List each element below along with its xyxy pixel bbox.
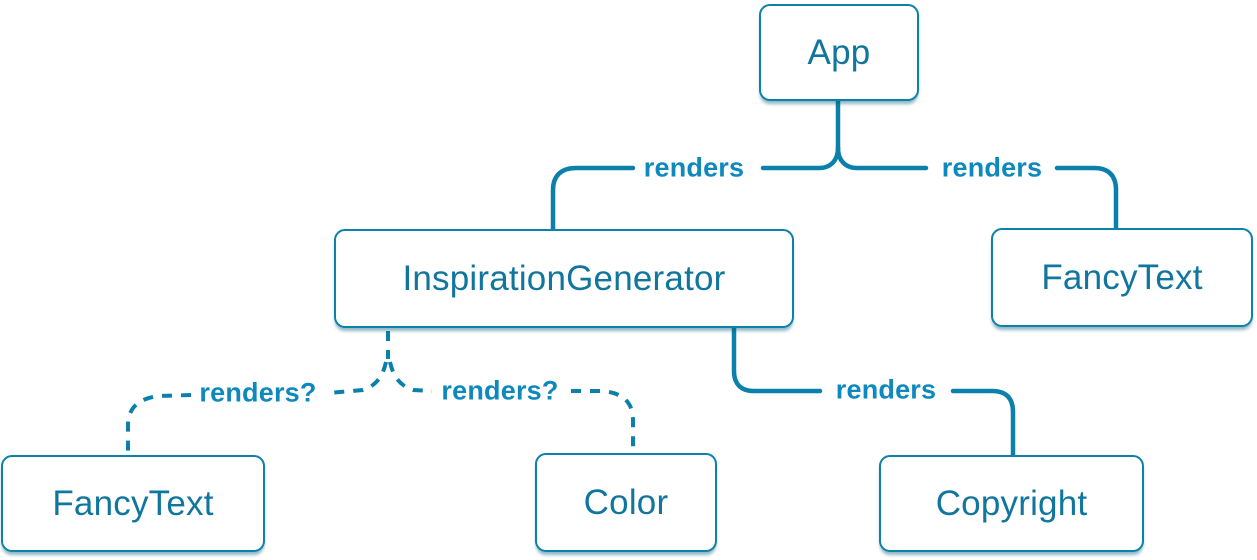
node-color-label: Color (583, 482, 669, 522)
node-fancy-text-bottom: FancyText (1, 455, 265, 552)
edge-app-fancytext-line-end (1054, 165, 1119, 233)
edge-label-renders-question-color: renders? (435, 377, 565, 405)
edge-label-renders-app-fancytext: renders (935, 154, 1049, 182)
node-copyright: Copyright (879, 455, 1144, 552)
node-fancy-text-top: FancyText (991, 228, 1253, 327)
edge-label-renders-question-fancytext: renders? (193, 379, 323, 407)
edge-app-inspiration-line-end (550, 165, 636, 234)
edge-inspiration-copyright-line-end (950, 388, 1016, 460)
node-color: Color (535, 453, 717, 552)
edge-inspiration-fancytext-dashed-start (328, 361, 388, 395)
node-inspiration-generator-label: InspirationGenerator (402, 258, 726, 298)
edge-app-inspiration-line-start (760, 145, 841, 171)
node-copyright-label: Copyright (935, 483, 1088, 523)
node-fancy-text-top-label: FancyText (1041, 257, 1203, 297)
edge-inspiration-copyright-line-start (731, 324, 823, 394)
edge-inspiration-color-dashed-end (571, 389, 635, 455)
node-app-label: App (807, 32, 871, 72)
node-app: App (759, 4, 919, 101)
edge-inspiration-fancytext-dashed-end (126, 393, 192, 456)
node-inspiration-generator: InspirationGenerator (334, 229, 794, 328)
edge-label-renders-app-inspiration: renders (637, 154, 751, 182)
edge-label-renders-copyright: renders (829, 376, 943, 404)
edge-app-fancytext-line-start (835, 145, 929, 171)
node-fancy-text-bottom-label: FancyText (52, 483, 214, 523)
edge-inspiration-color-dashed-start (388, 361, 433, 393)
